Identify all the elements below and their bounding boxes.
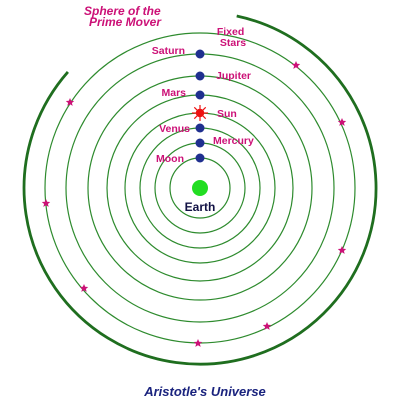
mars-marker <box>195 90 205 100</box>
prime-mover-sphere-arc <box>22 14 378 366</box>
star-marker <box>193 339 203 347</box>
star-marker <box>79 284 89 292</box>
earth-marker <box>192 180 208 196</box>
diagram-title: Aristotle's Universe <box>143 384 266 399</box>
star-marker <box>262 322 272 330</box>
fixed-star-markers <box>41 61 347 347</box>
jupiter-label: Jupiter <box>216 70 251 82</box>
planet-markers <box>192 49 208 163</box>
star-marker <box>291 61 301 69</box>
moon-label: Moon <box>156 153 184 165</box>
mars-label: Mars <box>161 87 186 99</box>
star-marker <box>337 246 347 254</box>
sphere-labels: Moon Mercury Venus Sun Mars Jupiter Satu… <box>152 26 254 165</box>
jupiter-marker <box>195 71 205 81</box>
star-marker <box>65 98 75 106</box>
fixed-stars-label: Fixed Stars <box>217 26 247 49</box>
fixed-stars-label-line-2: Stars <box>220 37 246 49</box>
mercury-label: Mercury <box>213 135 254 147</box>
star-marker <box>337 118 347 126</box>
prime-mover-label-line-1: Sphere of the <box>84 4 161 18</box>
fixed-stars-label-line-1: Fixed <box>217 26 244 38</box>
sun-marker <box>192 105 208 121</box>
star-marker <box>41 199 51 207</box>
earth-label: Earth <box>185 200 216 214</box>
prime-mover-label-line-2: Prime Mover <box>89 15 162 29</box>
sun-label: Sun <box>217 108 237 120</box>
saturn-label: Saturn <box>152 45 185 57</box>
venus-label: Venus <box>159 123 190 135</box>
mercury-marker <box>195 138 205 148</box>
saturn-marker <box>195 49 205 59</box>
moon-marker <box>195 153 205 163</box>
venus-marker <box>195 123 205 133</box>
prime-mover-label: Sphere of the Prime Mover <box>84 4 164 29</box>
